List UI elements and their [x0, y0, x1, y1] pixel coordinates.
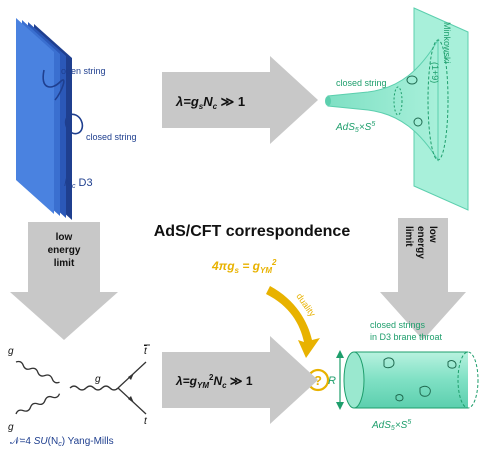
closed-string-loop	[447, 360, 457, 369]
cylinder-cap	[457, 351, 479, 409]
throat-end	[325, 96, 331, 106]
closed-string-label: closed string	[86, 132, 137, 142]
left-arrow-line3: limit	[54, 258, 75, 269]
throat-label-line2: in D3 brane throat	[370, 332, 443, 342]
closed-string-loop	[64, 113, 84, 135]
left-arrow-line2: energy	[48, 245, 81, 256]
throat-ring	[393, 86, 403, 116]
closed-string-loop	[406, 75, 418, 85]
closed-string-loop	[395, 394, 404, 402]
quark-arrow	[128, 373, 134, 380]
bottom-arrow-label: λ=gYM2Nc ≫ 1	[175, 373, 253, 390]
gluon-label: g	[8, 346, 14, 357]
duality-arrow	[266, 286, 320, 358]
minkowski-label: Minkowski	[442, 22, 452, 64]
radius-arrowhead	[336, 402, 344, 410]
closed-string-loop	[413, 117, 423, 127]
diagram-title: AdS/CFT correspondence	[154, 223, 351, 240]
brane-sheet	[16, 18, 54, 214]
cylinder-cap	[343, 351, 365, 409]
throat-ring	[427, 39, 449, 161]
bottom-ads-label: AdS5×S5	[371, 419, 411, 432]
ads-throat	[325, 7, 469, 211]
closed-string-loop	[419, 385, 431, 397]
quark-arrow	[128, 396, 134, 403]
dims-label: (1+9)	[430, 62, 440, 83]
quark-label: t	[144, 416, 148, 427]
feynman-diagram	[15, 360, 147, 415]
top-arrow-label: λ=gsNc ≫ 1	[175, 94, 245, 111]
gluon-label: g	[8, 422, 14, 433]
right-arrow-line1: low	[427, 226, 438, 243]
top-arrow	[162, 56, 318, 144]
gluon-line	[15, 393, 61, 415]
left-arrow-line1: low	[56, 232, 73, 243]
right-down-arrow	[380, 218, 466, 340]
gluon-line	[69, 385, 119, 391]
left-down-arrow	[10, 222, 118, 340]
antiquark-label: t	[144, 346, 148, 357]
gluon-line	[15, 360, 60, 384]
top-ads-label: AdS5×S5	[335, 121, 375, 134]
closed-string-loop	[383, 357, 395, 369]
d3-brane-stack	[16, 18, 72, 220]
question-mark: ?	[314, 373, 322, 388]
top-closed-string-label: closed string	[336, 78, 387, 88]
throat-label-line1: closed strings	[370, 320, 426, 330]
yang-mills-label: 𝒩=4 SU(Nc) Yang-Mills	[10, 436, 114, 448]
coupling-equation: 4πgs = gYM2	[211, 258, 277, 275]
open-string-label: open string	[61, 66, 106, 76]
gluon-label: g	[95, 374, 101, 385]
radius-arrowhead	[336, 350, 344, 358]
radius-label: R	[328, 375, 336, 387]
nc-d3-label: Nc D3	[64, 177, 93, 190]
right-arrow-line2: energy	[415, 226, 426, 259]
brane-throat-cylinder	[343, 351, 479, 409]
right-arrow-line3: limit	[403, 226, 414, 247]
bottom-arrow	[162, 336, 318, 424]
open-string-curve	[42, 69, 65, 101]
